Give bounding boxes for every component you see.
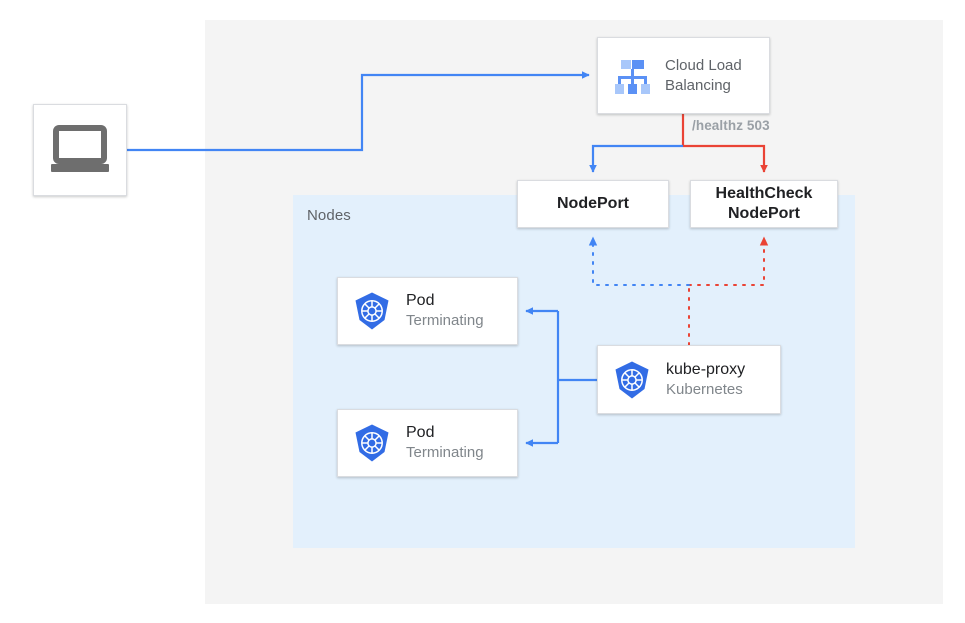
healthz-503-label: /healthz 503: [692, 118, 770, 133]
healthcheck-nodeport-label: HealthCheck NodePort: [716, 184, 813, 224]
laptop-icon: [49, 125, 111, 175]
pod-1-title: Pod: [406, 292, 435, 310]
cloud-load-balancing-label: Cloud Load Balancing: [665, 56, 742, 96]
pod-1-text: Pod Terminating: [406, 291, 484, 331]
healthcheck-nodeport-line2: NodePort: [727, 205, 800, 222]
kubernetes-icon: [612, 360, 652, 400]
kube-proxy-title: kube-proxy: [666, 360, 746, 378]
kubernetes-icon: [352, 291, 392, 331]
edge-kubeproxy-to-healthcheck-nodeport: [688, 236, 769, 286]
edge-client-to-clb: [127, 71, 590, 152]
healthcheck-nodeport-line1: HealthCheck: [715, 185, 813, 202]
pod-2-status: Terminating: [406, 444, 484, 462]
healthcheck-nodeport-node[interactable]: HealthCheck NodePort: [690, 180, 838, 228]
cloud-load-balancing-node[interactable]: Cloud Load Balancing: [597, 37, 770, 114]
edge-clb-to-nodeport: [589, 144, 683, 173]
kubernetes-icon: [352, 423, 392, 463]
pod-node-1[interactable]: Pod Terminating: [337, 277, 518, 345]
pod-2-title: Pod: [406, 424, 435, 442]
clb-label-line2: Balancing: [665, 76, 731, 94]
client-node[interactable]: [33, 104, 127, 196]
pod-2-text: Pod Terminating: [406, 423, 484, 463]
pod-node-2[interactable]: Pod Terminating: [337, 409, 518, 477]
nodeport-node[interactable]: NodePort: [517, 180, 669, 228]
clb-label-line1: Cloud Load: [665, 56, 742, 74]
nodeport-label: NodePort: [557, 195, 629, 212]
pod-1-status: Terminating: [406, 312, 484, 330]
edge-kubeproxy-to-nodeport: [588, 236, 690, 286]
nodes-region-label: Nodes: [307, 207, 351, 224]
kube-proxy-node[interactable]: kube-proxy Kubernetes: [597, 345, 781, 414]
kube-proxy-subtitle: Kubernetes: [666, 380, 743, 398]
cloud-load-balancing-icon: [609, 53, 655, 99]
kube-proxy-text: kube-proxy Kubernetes: [666, 360, 745, 400]
edge-clb-to-healthcheck-nodeport: [683, 144, 768, 173]
